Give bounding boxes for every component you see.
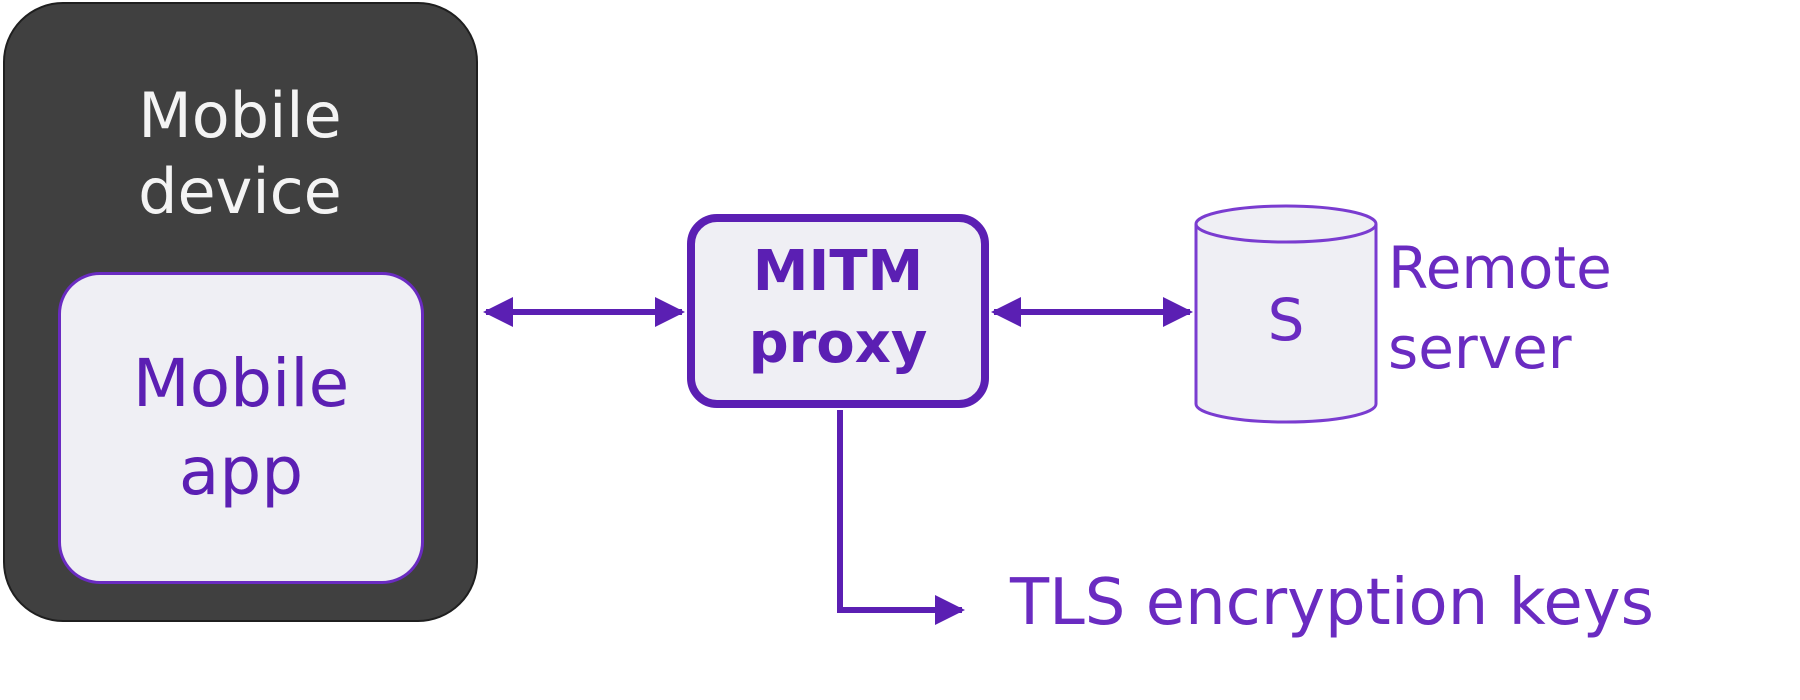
mobile-app-box [58, 272, 424, 584]
mobile-app-label: Mobile app [58, 340, 424, 516]
mitm-proxy-label-line1: MITM [752, 239, 924, 304]
remote-server-label-line1: Remote [1388, 234, 1612, 302]
server-cylinder-icon [1194, 204, 1378, 424]
mobile-device-label-line1: Mobile [138, 79, 342, 152]
mitm-proxy-label-line2: proxy [748, 311, 928, 376]
mitm-proxy-label: MITM proxy [687, 236, 989, 380]
mobile-device-label-line2: device [138, 155, 342, 228]
remote-server-label-line2: server [1388, 314, 1572, 382]
mitm-proxy-box [687, 214, 989, 408]
mobile-app-label-line1: Mobile [132, 345, 350, 422]
tls-keys-label: TLS encryption keys [1010, 566, 1654, 640]
mobile-app-label-line2: app [178, 433, 304, 510]
remote-server-label: Remote server [1388, 228, 1612, 388]
server-letter: S [1267, 286, 1305, 354]
proxy-keys-connector [837, 410, 965, 625]
mobile-device-label: Mobile device [90, 78, 390, 230]
